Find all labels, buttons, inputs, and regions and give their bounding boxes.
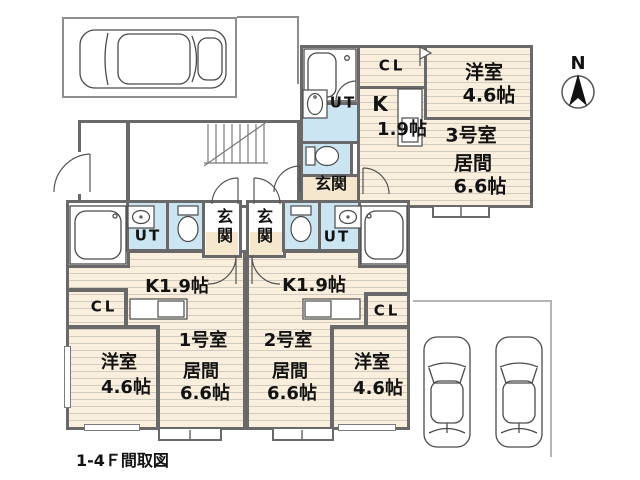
compass-icon bbox=[561, 74, 595, 109]
unit1-entrance-label: 玄関 bbox=[214, 208, 233, 246]
unit1-western-size: 4.6帖 bbox=[101, 377, 151, 398]
unit2-western-wall bbox=[330, 325, 410, 329]
hall-inner-wall bbox=[126, 123, 130, 206]
common-hall bbox=[78, 120, 300, 208]
unit1-western-wall bbox=[66, 325, 160, 329]
unit2-kitchen-label: K1.9帖 bbox=[282, 275, 346, 296]
unit2-porch-step bbox=[272, 427, 334, 441]
unit3-western-room bbox=[424, 45, 533, 120]
unit2-entrance-label: 玄関 bbox=[254, 208, 273, 246]
plan-caption: 1-4Ｆ間取図 bbox=[76, 451, 169, 470]
unit1-western-label: 洋室 bbox=[101, 352, 137, 373]
car-icon bbox=[495, 336, 543, 448]
unit1-living-size: 6.6帖 bbox=[180, 383, 230, 404]
unit3-living-label: 居間 bbox=[453, 152, 493, 175]
unit3-kitchen-label: K bbox=[372, 92, 388, 116]
unit1-bathroom bbox=[66, 200, 130, 268]
unit1-kitchen-label: K1.9帖 bbox=[145, 276, 209, 297]
unit1-closet-label: CL bbox=[90, 297, 118, 316]
unit2-utility-label: UT bbox=[323, 227, 351, 246]
unit2-western-wall bbox=[330, 325, 334, 430]
entrance-door-opening bbox=[76, 152, 83, 194]
unit3-living-size: 6.6帖 bbox=[453, 175, 507, 198]
unit3-utility-label: UT bbox=[329, 93, 357, 112]
unit3-western-size: 4.6帖 bbox=[462, 84, 516, 107]
unit1-toilet-room bbox=[166, 200, 206, 252]
unit2-living-size: 6.6帖 bbox=[267, 383, 317, 404]
window bbox=[64, 346, 71, 408]
parking-boundary-line bbox=[413, 300, 552, 302]
window bbox=[84, 424, 140, 431]
unit2-closet-wall bbox=[364, 292, 368, 328]
unit1-porch-step bbox=[158, 427, 222, 441]
unit3-name-label: 3号室 bbox=[445, 124, 497, 147]
unit2-name-label: 2号室 bbox=[263, 330, 313, 351]
unit1-name-label: 1号室 bbox=[178, 330, 228, 351]
unit2-closet-label: CL bbox=[373, 301, 401, 320]
unit1-western-wall bbox=[156, 325, 160, 430]
car-icon bbox=[423, 336, 471, 448]
unit3-kitchen-size: 1.9帖 bbox=[377, 119, 427, 140]
unit3-western-label: 洋室 bbox=[464, 61, 504, 84]
window bbox=[338, 424, 396, 431]
unit1-living-label: 居間 bbox=[183, 361, 219, 382]
unit3-closet-label: CL bbox=[378, 56, 406, 75]
unit1-utility-label: UT bbox=[134, 226, 162, 245]
unit2-western-label: 洋室 bbox=[354, 352, 390, 373]
boundary-line bbox=[297, 16, 299, 84]
unit1-closet-wall bbox=[66, 288, 128, 292]
compass-north-label: N bbox=[570, 53, 586, 74]
unit3-porch-step bbox=[432, 205, 490, 218]
unit3-entrance-label: 玄関 bbox=[314, 174, 348, 193]
unit2-toilet-room bbox=[282, 200, 322, 252]
unit2-bathroom bbox=[358, 200, 410, 268]
unit2-closet-wall bbox=[364, 292, 410, 296]
parking-space-top bbox=[62, 17, 237, 98]
unit2-living-label: 居間 bbox=[272, 361, 308, 382]
unit3-toilet-room bbox=[300, 141, 353, 177]
boundary-line bbox=[237, 16, 299, 18]
unit2-western-size: 4.6帖 bbox=[353, 378, 403, 399]
parking-boundary-line bbox=[550, 300, 552, 457]
unit1-closet-wall bbox=[124, 288, 128, 328]
